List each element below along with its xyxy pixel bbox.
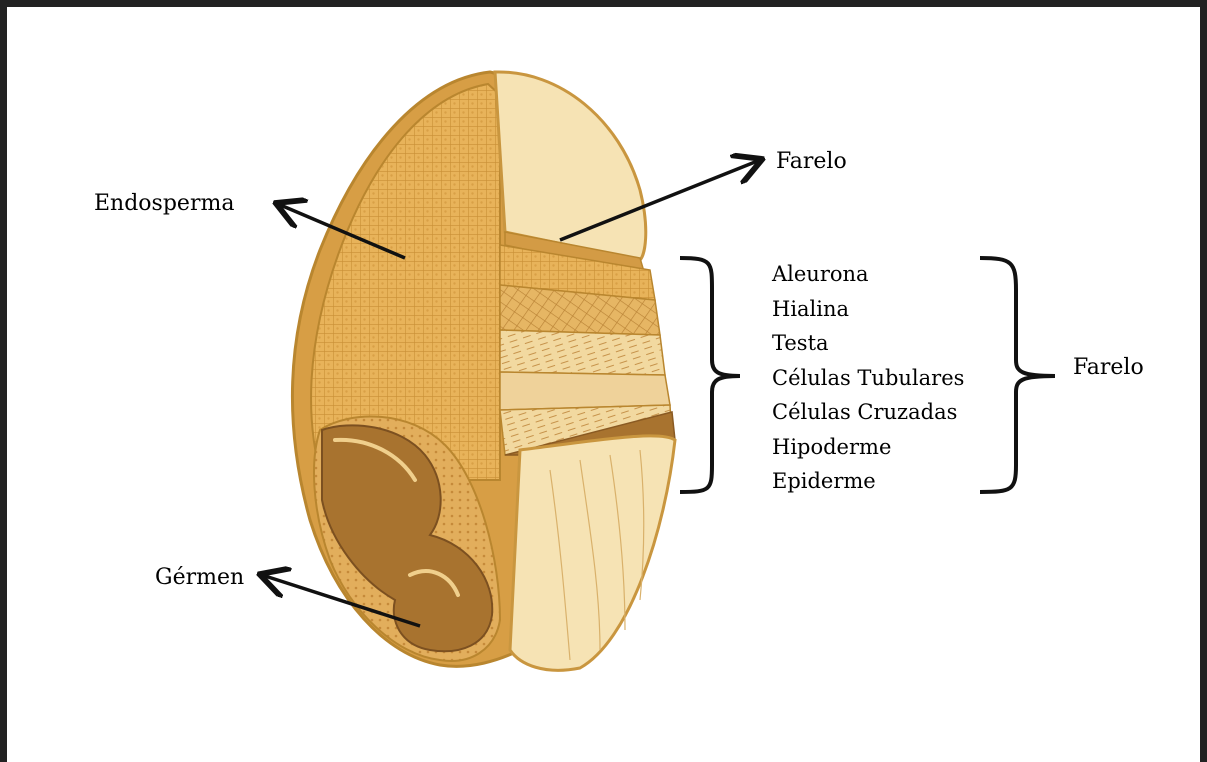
layer-label: Testa xyxy=(772,326,964,361)
bran-top-label: Farelo xyxy=(776,151,847,173)
endosperm-label: Endosperma xyxy=(94,193,234,215)
layer-label: Hialina xyxy=(772,292,964,327)
layer-label: Aleurona xyxy=(772,257,964,292)
bran-cut-top xyxy=(495,72,646,260)
layer-label: Hipoderme xyxy=(772,430,964,465)
layer-label: Células Tubulares xyxy=(772,361,964,396)
bran-group-label: Farelo xyxy=(1073,357,1144,379)
bran-layers-list: Aleurona Hialina Testa Células Tubulares… xyxy=(772,257,964,499)
germ-label: Gérmen xyxy=(155,567,244,589)
layer-label: Epiderme xyxy=(772,464,964,499)
right-brace xyxy=(980,258,1055,492)
layer-label: Células Cruzadas xyxy=(772,395,964,430)
layer-testa xyxy=(500,330,665,375)
left-brace xyxy=(680,258,740,492)
layer-tubular xyxy=(500,372,670,410)
